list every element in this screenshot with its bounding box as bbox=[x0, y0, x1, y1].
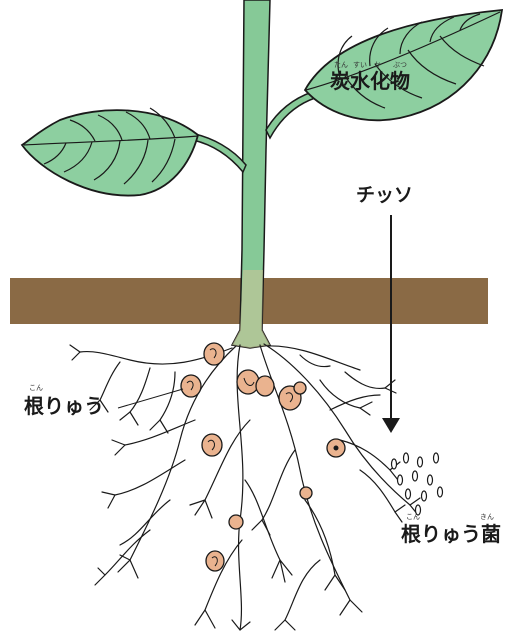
carbohydrate-ruby-1: たん bbox=[334, 62, 348, 69]
root-nodule bbox=[181, 375, 201, 397]
nitrogen-arrow-head bbox=[382, 418, 400, 433]
root-nodule bbox=[237, 370, 259, 394]
root-nodule-label: 根りゅう bbox=[24, 396, 104, 416]
root-nodule-leader-line bbox=[118, 389, 183, 408]
carbohydrate-label: 炭水化物 bbox=[330, 71, 410, 91]
bacterium bbox=[422, 491, 427, 501]
bacterium bbox=[392, 459, 397, 469]
rhizobia-ruby-2: きん bbox=[480, 514, 494, 521]
bacterium bbox=[398, 475, 403, 485]
bacterium bbox=[406, 489, 411, 499]
rhizobia-label: 根りゅう菌 bbox=[401, 524, 501, 544]
bacterium bbox=[404, 453, 409, 463]
root-nodule bbox=[294, 382, 306, 394]
carbohydrate-ruby-4: ぶつ bbox=[393, 62, 407, 69]
root-nodule bbox=[300, 487, 312, 499]
root-nodule bbox=[206, 551, 224, 571]
root-nodule-ruby: こん bbox=[29, 385, 43, 392]
root-nodule bbox=[229, 515, 243, 529]
bacterium bbox=[438, 487, 443, 497]
carbohydrate-ruby-2: すい bbox=[353, 62, 367, 69]
root-nodule bbox=[202, 434, 222, 456]
bacterium bbox=[418, 457, 423, 467]
nitrogen-label: チッソ bbox=[356, 186, 413, 205]
bacterium bbox=[434, 453, 439, 463]
carbohydrate-ruby-3: か bbox=[374, 62, 381, 69]
bacterium bbox=[413, 471, 418, 481]
root-nodule bbox=[204, 343, 224, 365]
bacterium bbox=[428, 475, 433, 485]
rhizobia-ruby-1: こん bbox=[406, 514, 420, 521]
root-nodule bbox=[256, 376, 274, 396]
left-leaf-petiole bbox=[193, 134, 246, 172]
right-leaf-petiole bbox=[266, 92, 315, 138]
